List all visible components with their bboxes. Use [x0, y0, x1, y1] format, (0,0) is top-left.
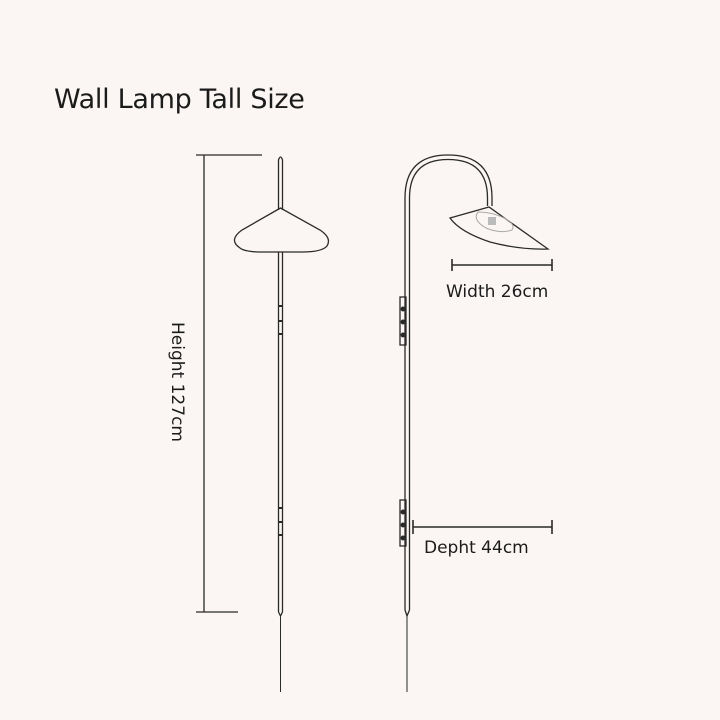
height-label: Height 127cm: [167, 322, 187, 442]
side-shade: [448, 206, 550, 250]
front-shade: [233, 207, 330, 253]
side-view-lamp: [399, 154, 550, 692]
width-dimension-line: [451, 259, 553, 271]
front-view-lamp: [233, 156, 330, 692]
width-label: Width 26cm: [446, 282, 549, 302]
page-title: Wall Lamp Tall Size: [54, 84, 305, 115]
depth-label: Depht 44cm: [424, 538, 529, 558]
depth-dimension-line: [412, 520, 553, 534]
height-dimension-line: [196, 154, 262, 613]
wall-bracket-bottom: [399, 499, 407, 547]
wall-bracket-top: [399, 296, 407, 346]
